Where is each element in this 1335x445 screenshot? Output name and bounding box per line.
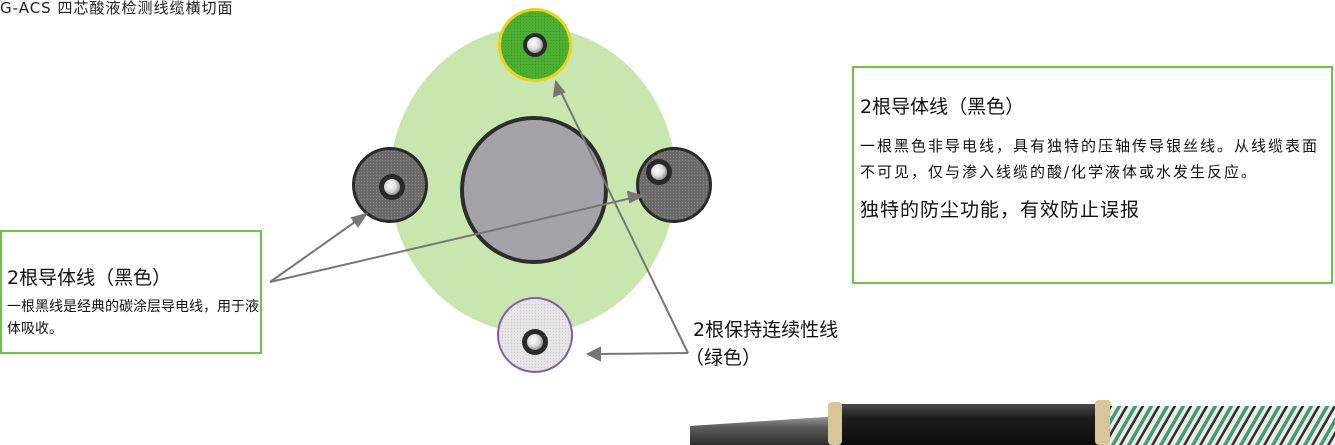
callout-description: 一根黑线是经典的碳涂层导电线，用于液体吸收。 xyxy=(7,299,259,337)
callout-conductor-right: 2根导体线（黑色） 一根黑色非导电线，具有独特的压轴传导银丝线。从线缆表面不可见… xyxy=(852,66,1333,284)
callout-title: 2根导体线（黑色） xyxy=(7,267,172,289)
center-core xyxy=(460,116,608,264)
pointer-arrows xyxy=(269,79,689,362)
callout-highlight: 独特的防尘功能，有效防止误报 xyxy=(860,199,1141,221)
continuity-label-line2: （绿色） xyxy=(685,347,762,369)
callout-description: 一根黑色非导电线，具有独特的压轴传导银丝线。从线缆表面不可见，仅与渗入线缆的酸/… xyxy=(860,137,1320,181)
continuity-label-line1: 2根保持连续性线 xyxy=(693,319,839,341)
continuity-wire-top xyxy=(498,8,572,82)
diagram-title: G-ACS 四芯酸液检测线缆横切面 xyxy=(0,0,234,17)
callout-conductor-left: 2根导体线（黑色） 一根黑线是经典的碳涂层导电线，用于液体吸收。 xyxy=(0,230,262,354)
continuity-wire-label: 2根保持连续性线 （绿色） xyxy=(685,316,839,372)
conductor-wire-left xyxy=(352,147,428,223)
continuity-wire-bottom xyxy=(497,297,573,373)
callout-title: 2根导体线（黑色） xyxy=(860,96,1025,118)
cable-photo-illustration xyxy=(690,400,1335,445)
conductor-wire-right xyxy=(636,147,712,223)
